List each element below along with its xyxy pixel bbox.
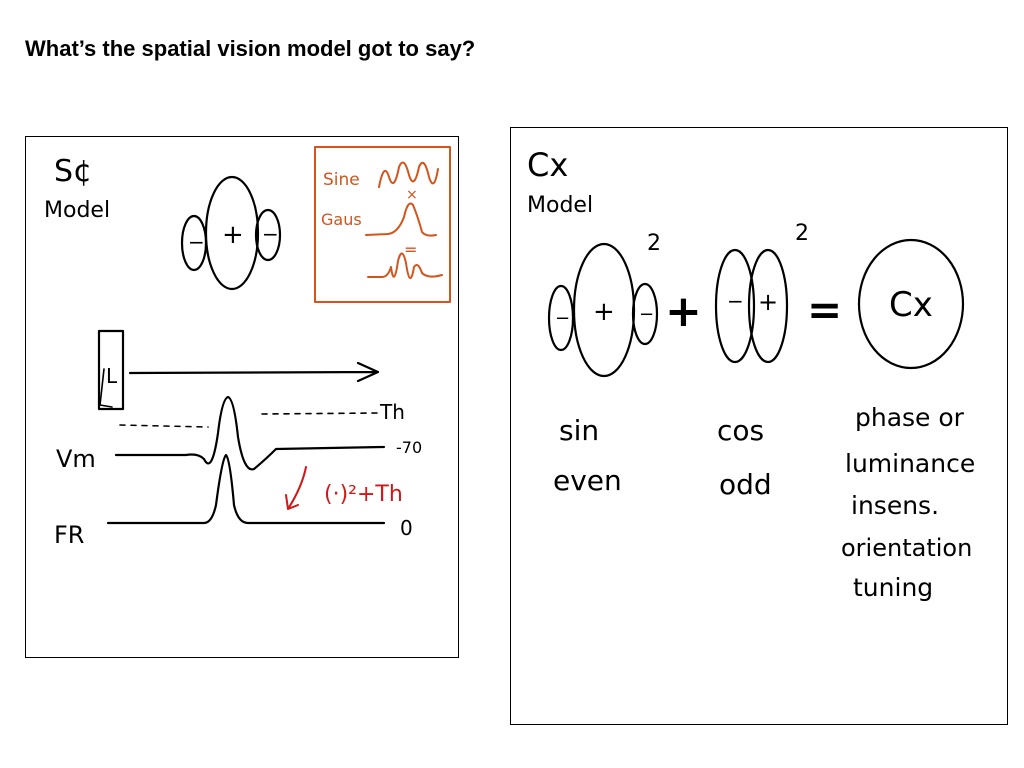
fr-trace [106, 453, 386, 525]
rf-plus-label: + [222, 220, 244, 250]
note-line-1: phase or [855, 403, 965, 432]
note-line-5: tuning [853, 573, 933, 602]
slide-title: What’s the spatial vision model got to s… [25, 36, 476, 61]
fr-label: FR [54, 521, 84, 549]
complex-cell-drawing: Cx Model − + − 2 + − + 2 = Cx sin even c… [527, 146, 975, 602]
simple-model-sublabel: Model [44, 198, 110, 223]
transform-label: (·)²+Th [324, 482, 403, 507]
stimulus-bar: L [97, 329, 125, 411]
cos-label: cos [717, 414, 764, 447]
rf-minus-label-right: − [262, 222, 279, 246]
svg-text:−: − [639, 304, 654, 325]
complex-notes: phase or luminance insens. orientation t… [841, 403, 975, 602]
note-line-4: orientation [841, 534, 972, 562]
vm-label: Vm [56, 445, 96, 473]
rf-minus-label: − [188, 230, 205, 254]
legend-sine-label: Sine [323, 170, 360, 190]
even-label: even [553, 464, 622, 497]
simple-cell-drawing: S¢ Model − + − Sine × Gaus = L [44, 146, 451, 549]
complex-model-label: Cx [527, 146, 568, 184]
motion-arrow [128, 361, 380, 383]
plus-operator: + [665, 286, 702, 337]
svg-text:+: + [758, 288, 778, 316]
complex-model-sublabel: Model [527, 193, 593, 218]
vm-trace [114, 395, 386, 471]
sine-wave-icon [378, 161, 439, 188]
note-line-3: insens. [851, 491, 939, 520]
even-receptive-field-icon: − + − [547, 242, 659, 378]
threshold-label: Th [379, 400, 405, 424]
gabor-legend: Sine × Gaus = [314, 146, 451, 303]
fr-value: 0 [400, 516, 413, 540]
even-exponent: 2 [647, 231, 661, 256]
odd-label: odd [719, 468, 772, 501]
odd-receptive-field-icon: − + [714, 248, 789, 364]
complex-cell-model-panel: Cx Model − + − 2 + − + 2 = Cx sin even c… [510, 127, 1008, 725]
svg-text:−: − [727, 289, 744, 313]
complex-cell-icon [857, 238, 965, 370]
receptive-field-icon: − + − [180, 175, 282, 291]
odd-exponent: 2 [795, 221, 809, 246]
transform-arrow [285, 466, 307, 510]
gaussian-icon [365, 202, 437, 237]
gabor-icon [367, 252, 443, 279]
legend-times: × [406, 187, 418, 203]
note-line-2: luminance [845, 449, 975, 478]
simple-cell-model-panel: S¢ Model − + − Sine × Gaus = L [25, 136, 459, 658]
threshold-line [119, 412, 379, 428]
simple-model-label: S¢ [54, 154, 92, 189]
svg-text:−: − [555, 308, 570, 329]
complex-cell-label: Cx [889, 285, 933, 325]
vm-value: -70 [396, 438, 422, 457]
svg-text:+: + [593, 297, 615, 327]
equals-operator: = [807, 285, 842, 334]
sin-label: sin [559, 414, 599, 447]
legend-gaus-label: Gaus [321, 210, 362, 229]
stimulus-label: L [106, 364, 118, 388]
legend-equals: = [404, 240, 417, 259]
